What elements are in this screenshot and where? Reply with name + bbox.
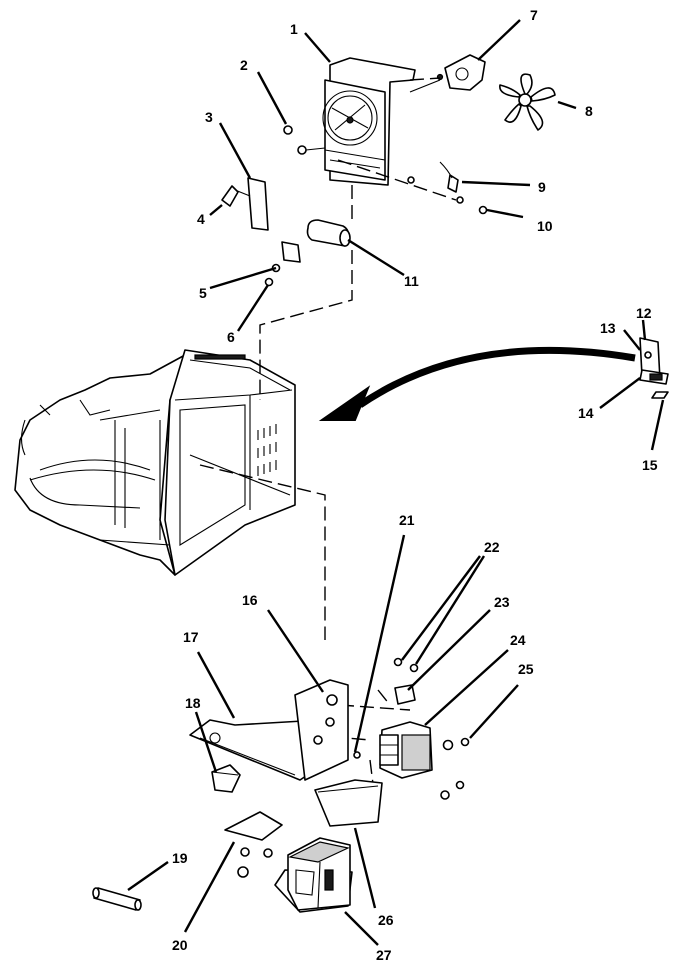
callout-13: 13 bbox=[600, 320, 616, 336]
callout-25: 25 bbox=[518, 661, 534, 677]
fan-bracket bbox=[322, 57, 416, 186]
hv-components bbox=[353, 657, 470, 800]
callout-5: 5 bbox=[199, 285, 207, 301]
fan-blade bbox=[499, 73, 556, 131]
callout-6: 6 bbox=[227, 329, 235, 345]
callout-15: 15 bbox=[642, 457, 658, 473]
callout-labels: 1 2 3 4 5 6 7 8 9 10 11 12 13 14 15 16 1… bbox=[172, 7, 658, 963]
capacitor-11 bbox=[264, 219, 351, 287]
callout-21: 21 bbox=[399, 512, 415, 528]
base-bracket bbox=[189, 679, 349, 793]
callout-10: 10 bbox=[537, 218, 553, 234]
oven-cavity bbox=[14, 349, 296, 576]
clip-3-4 bbox=[221, 177, 269, 231]
rod-19 bbox=[92, 887, 142, 911]
fan-motor bbox=[409, 54, 486, 93]
callout-27: 27 bbox=[376, 947, 392, 963]
thermal-switch-9 bbox=[407, 161, 488, 215]
callout-18: 18 bbox=[185, 695, 201, 711]
callout-19: 19 bbox=[172, 850, 188, 866]
callout-23: 23 bbox=[494, 594, 510, 610]
transformer-27 bbox=[274, 837, 353, 913]
callout-11: 11 bbox=[404, 273, 419, 289]
callout-24: 24 bbox=[510, 632, 526, 648]
callout-26: 26 bbox=[378, 912, 394, 928]
assembly-lines bbox=[199, 77, 457, 801]
cover-26 bbox=[314, 779, 383, 827]
callout-20: 20 bbox=[172, 937, 188, 953]
callout-12: 12 bbox=[636, 305, 652, 321]
callout-9: 9 bbox=[538, 179, 546, 195]
callout-1: 1 bbox=[290, 21, 298, 37]
callout-22: 22 bbox=[484, 539, 500, 555]
callout-3: 3 bbox=[205, 109, 213, 125]
leader-lines bbox=[127, 19, 665, 946]
callout-2: 2 bbox=[240, 57, 248, 73]
callout-8: 8 bbox=[585, 103, 593, 119]
direction-arrow bbox=[318, 346, 636, 421]
callout-16: 16 bbox=[242, 592, 258, 608]
callout-4: 4 bbox=[197, 211, 205, 227]
screws-fan bbox=[283, 125, 326, 155]
switch-assembly-12-15 bbox=[639, 337, 669, 399]
callout-14: 14 bbox=[578, 405, 594, 421]
vent-slots bbox=[257, 424, 277, 476]
callout-17: 17 bbox=[183, 629, 199, 645]
bracket-20 bbox=[224, 811, 283, 878]
callout-7: 7 bbox=[530, 7, 538, 23]
